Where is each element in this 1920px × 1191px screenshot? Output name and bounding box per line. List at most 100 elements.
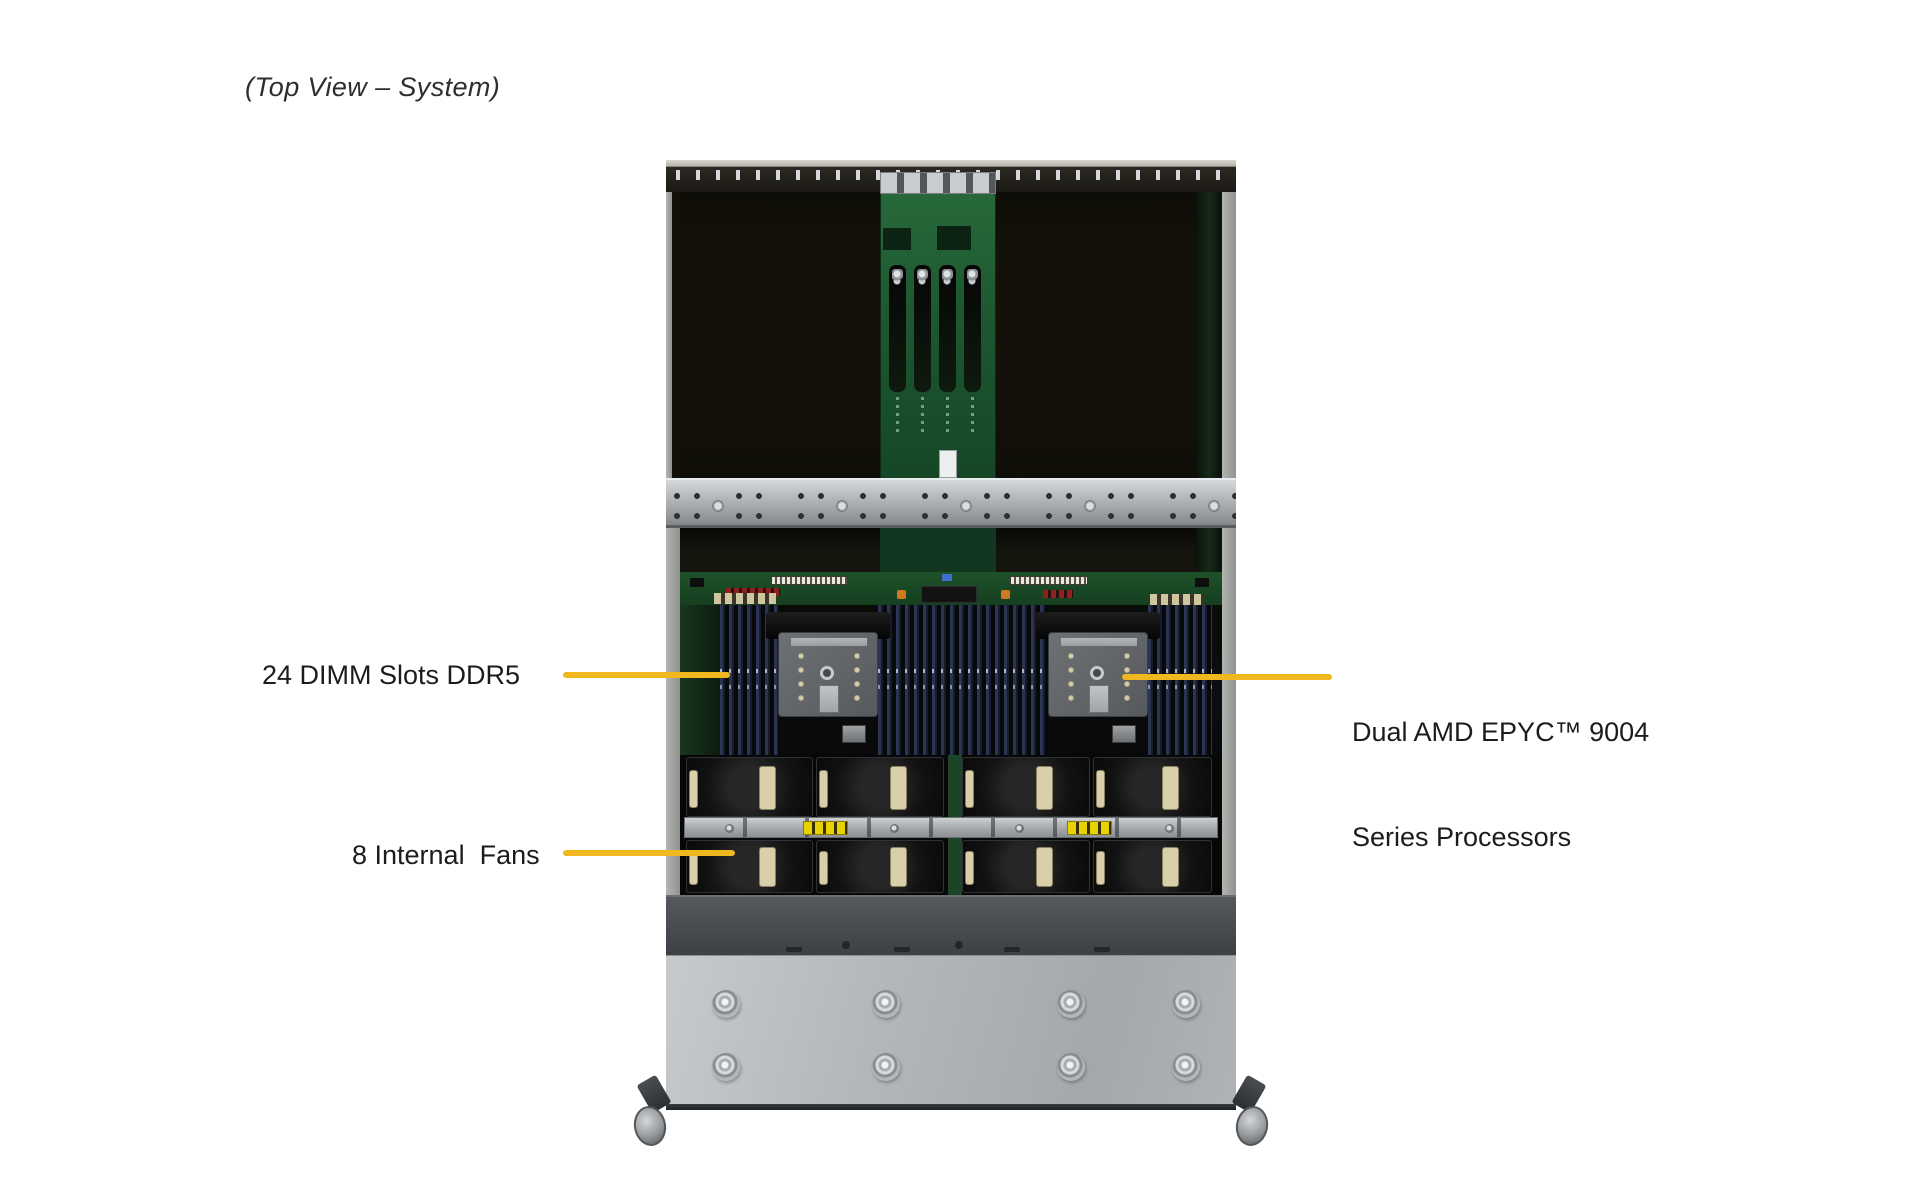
fan-5-handle: [689, 851, 698, 885]
connector-row-right: [1150, 594, 1203, 605]
cpu2-vertical-label: [1089, 685, 1109, 713]
cpu1-label-strip: [791, 638, 867, 646]
label-processors-line2: Series Processors: [1352, 822, 1572, 852]
fan-2: [816, 757, 944, 817]
panel-screw-5: [712, 1053, 740, 1081]
label-internal-fans: 8 Internal Fans: [352, 840, 540, 870]
fan-7-handle: [965, 851, 974, 885]
fan-7: [962, 840, 1090, 893]
callout-line-cpu: [1122, 674, 1332, 680]
support-crossbar: [666, 478, 1236, 528]
rear-dark-band: [666, 895, 1236, 955]
fan-2-latch: [890, 766, 907, 810]
divider-screw-4: [1165, 824, 1174, 833]
warning-sticker-left: [803, 821, 848, 835]
fan-1-latch: [759, 766, 776, 810]
fan-wall: [680, 755, 1222, 895]
label-processors-line1: Dual AMD EPYC™ 9004: [1352, 717, 1650, 747]
fan-2-handle: [819, 770, 828, 808]
chassis-left-rail: [666, 528, 680, 895]
motherboard: [680, 572, 1222, 605]
fan-3: [962, 757, 1090, 817]
panel-screw-8: [1172, 1053, 1200, 1081]
page-title: (Top View – System): [245, 72, 501, 102]
riser-silkscreen-3: [946, 397, 949, 435]
cpu2-center-screw: [1090, 666, 1104, 680]
cards-right-shading: [996, 192, 1196, 478]
warning-sticker-right: [1067, 821, 1112, 835]
panel-screw-7: [1057, 1053, 1085, 1081]
panel-screw-1: [712, 990, 740, 1018]
fan-4: [1093, 757, 1212, 817]
fan-5: [686, 840, 813, 893]
cpu1-center-screw: [820, 666, 834, 680]
cage-left-rail: [666, 192, 672, 478]
cpu-socket-1: [778, 632, 878, 717]
divider-screw-3: [1015, 824, 1024, 833]
drive-cage-panel: [666, 955, 1236, 1104]
riser-board: [880, 192, 996, 478]
riser-silkscreen-1: [896, 397, 899, 435]
fan-3-latch: [1036, 766, 1053, 810]
riser-power-connector: [939, 450, 957, 478]
cage-right-rail: [1222, 192, 1236, 478]
led-bank-left: [726, 588, 780, 596]
cpu2-mount-lower: [1048, 717, 1148, 753]
band-slot-4: [1094, 947, 1110, 952]
riser-slot-4: [964, 265, 981, 392]
fan-8-handle: [1096, 851, 1105, 885]
callout-line-fans: [563, 850, 735, 856]
tier2-shade-left: [680, 528, 880, 572]
capacitor-orange-1: [897, 590, 906, 599]
panel-screw-2: [872, 990, 900, 1018]
fan-4-handle: [1096, 770, 1105, 808]
server-chassis: [666, 160, 1236, 1110]
caster-right-wheel: [1232, 1103, 1272, 1149]
band-hole-1: [842, 941, 850, 949]
chassis-top-rim: [666, 160, 1236, 167]
riser-ic-1: [883, 228, 911, 250]
band-slot-3: [1004, 947, 1020, 952]
tier2-empty-slot: [1196, 528, 1222, 572]
dimm-bank-middle: [878, 605, 1048, 755]
pin-header-left: [771, 576, 848, 585]
caster-left-wheel: [630, 1103, 670, 1149]
band-hole-2: [955, 941, 963, 949]
tier2-shade-right: [996, 528, 1196, 572]
dimm-cpu-field: [680, 605, 1222, 755]
fan-1-handle: [689, 770, 698, 808]
band-slot-2: [894, 947, 910, 952]
divider-screw-2: [890, 824, 899, 833]
panel-screw-4: [1172, 990, 1200, 1018]
band-slot-1: [786, 947, 802, 952]
empty-slot-right: [1196, 192, 1222, 478]
callout-line-dimm: [563, 672, 730, 678]
cards-left-shading: [680, 192, 880, 478]
divider-screw-1: [725, 824, 734, 833]
center-connector-block: [921, 586, 977, 603]
riser-slot-3: [939, 265, 956, 392]
pcie-card-cage: [666, 192, 1236, 478]
fan-5-latch: [759, 847, 776, 887]
label-dimm-slots: 24 DIMM Slots DDR5: [262, 660, 521, 690]
riser-silkscreen-2: [921, 397, 924, 435]
capacitor-orange-2: [1001, 590, 1010, 599]
riser-silkscreen-4: [971, 397, 974, 435]
fan-6: [816, 840, 944, 893]
pin-header-right: [1010, 576, 1088, 585]
ic-right: [1195, 578, 1209, 587]
fan-8: [1093, 840, 1212, 893]
fan-1: [686, 757, 813, 817]
fan-8-latch: [1162, 847, 1179, 887]
jumper-blue: [942, 574, 952, 581]
fan-4-latch: [1162, 766, 1179, 810]
label-processors: Dual AMD EPYC™ 9004 Series Processors: [1352, 645, 1649, 890]
chassis-bottom-edge: [666, 1104, 1236, 1110]
panel-screw-3: [1057, 990, 1085, 1018]
cpu1-screws-left: [795, 649, 807, 707]
card-tier2-center: [880, 528, 996, 572]
led-bank-right: [1043, 590, 1073, 598]
riser-ic-2: [937, 226, 971, 250]
cpu1-vertical-label: [819, 685, 839, 713]
riser-slot-1: [889, 265, 906, 392]
